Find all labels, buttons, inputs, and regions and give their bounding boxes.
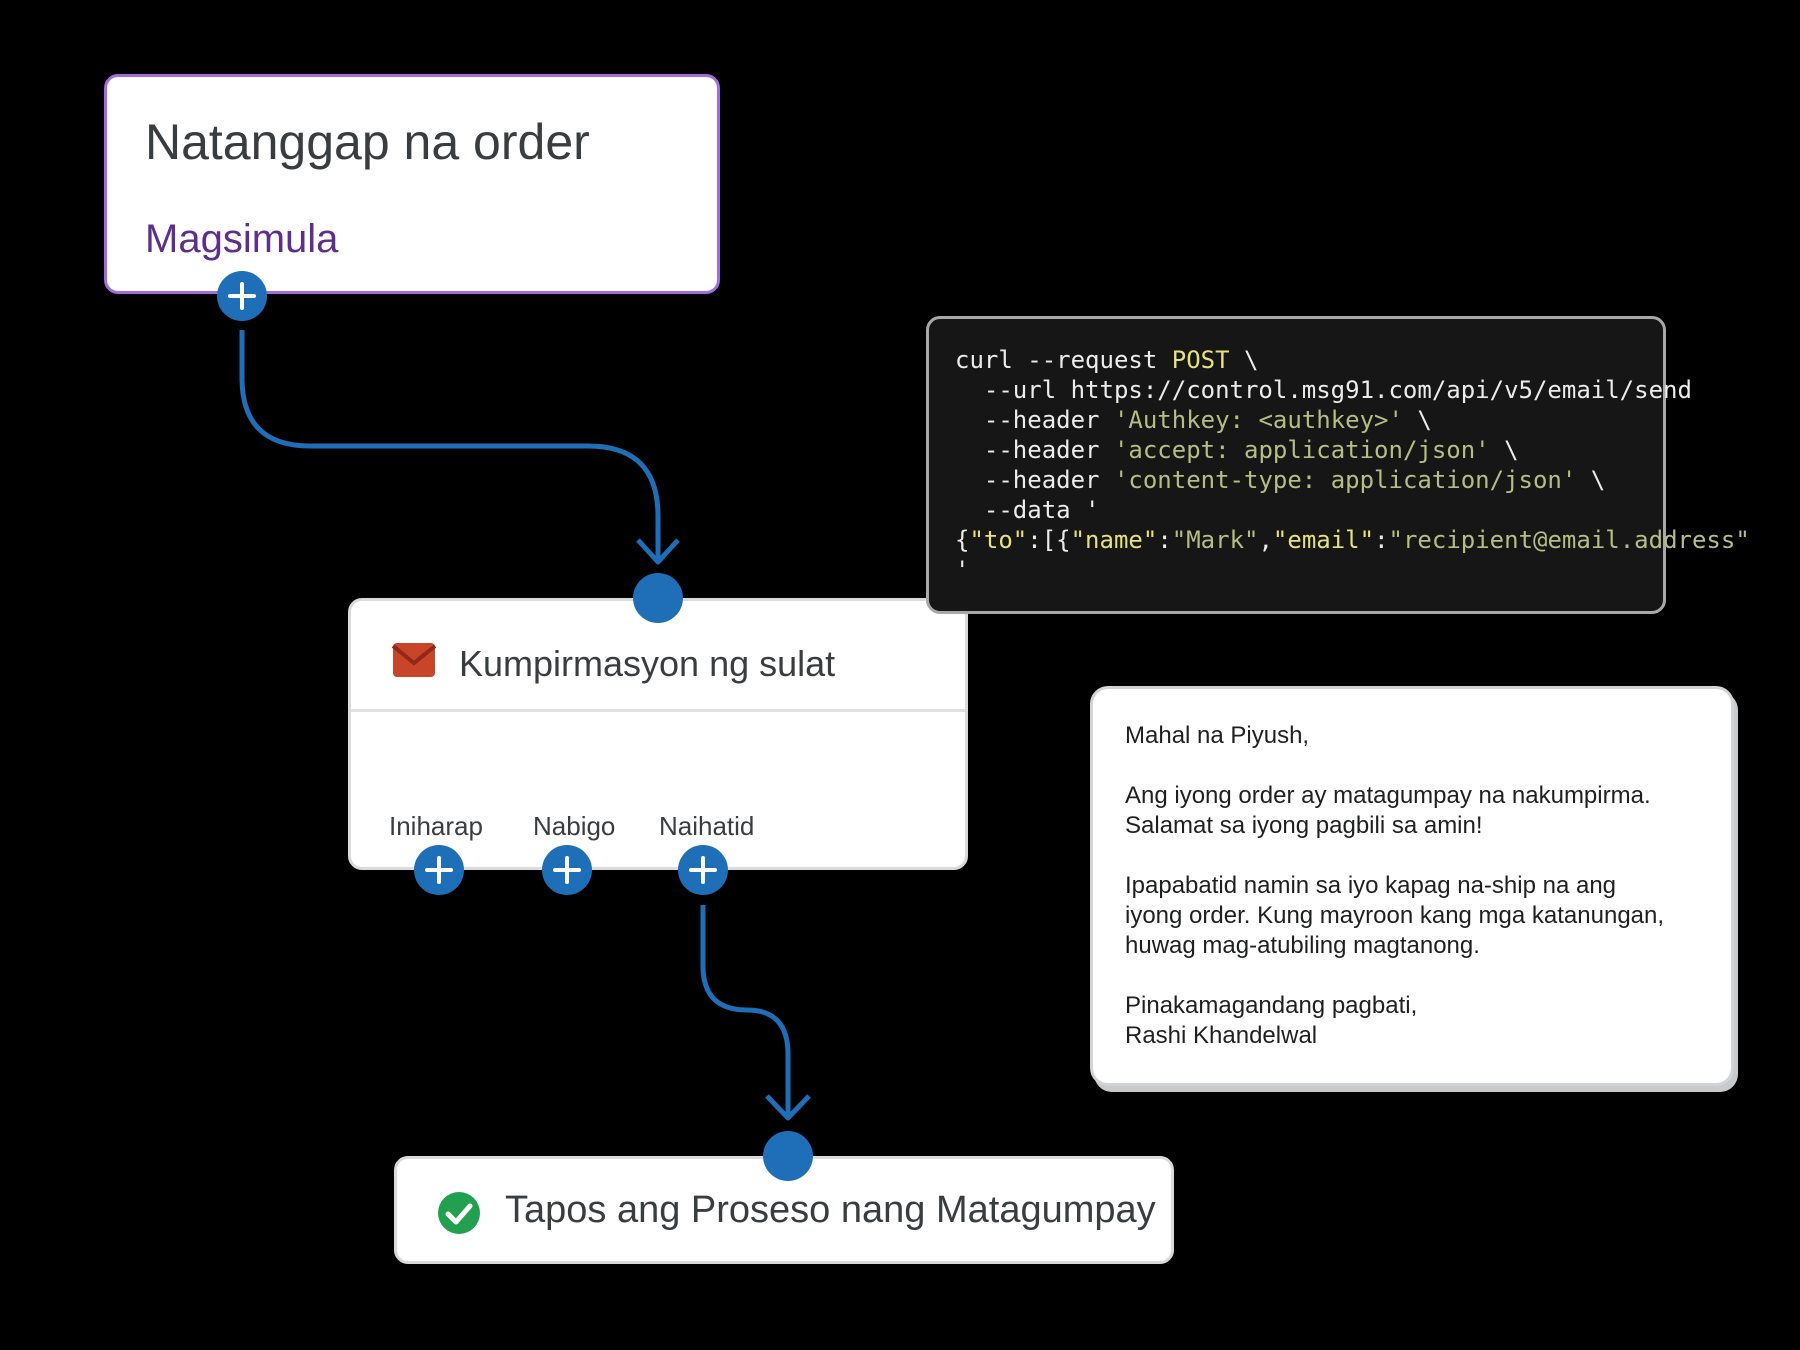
code-line: --data ' — [955, 495, 1750, 525]
code-token: : — [1157, 526, 1172, 554]
code-token: --url https://control.msg91.com/api/v5/e… — [955, 376, 1692, 404]
email-preview-line: huwag mag-atubiling magtanong. — [1125, 932, 1480, 959]
code-token: { — [955, 526, 970, 554]
email-preview-line: Ipapabatid namin sa iyo kapag na-ship na… — [1125, 872, 1617, 899]
code-line: --header 'Authkey: <authkey>' \ — [955, 405, 1750, 435]
trigger-add-button[interactable] — [217, 271, 267, 321]
code-token: --header — [955, 406, 1114, 434]
code-token: 'accept: application/json' — [1113, 436, 1490, 464]
outlet-label-delivered: Naihatid — [659, 811, 755, 841]
code-token: --header — [955, 466, 1114, 494]
code-token: --data ' — [955, 496, 1100, 524]
outlet-add-button-submitted[interactable] — [414, 845, 464, 895]
code-line: ' — [955, 555, 1750, 585]
email-preview-line — [1125, 961, 1711, 991]
email-preview-line — [1125, 751, 1711, 781]
code-token: \ — [1576, 466, 1606, 494]
email-node-header: Kumpirmasyon ng sulat — [351, 601, 965, 712]
code-token: "recipient@email.address" — [1388, 526, 1750, 554]
email-preview-line: Mahal na Piyush, — [1125, 722, 1310, 749]
email-preview-line: Rashi Khandelwal — [1125, 1022, 1318, 1049]
email-node-title: Kumpirmasyon ng sulat — [459, 643, 836, 684]
code-token: "email" — [1272, 526, 1375, 554]
code-token: --header — [955, 436, 1114, 464]
code-block: curl --request POST \ --url https://cont… — [955, 345, 1750, 585]
plus-icon — [689, 856, 717, 884]
email-preview-line: Salamat sa iyong pagbili sa amin! — [1125, 812, 1483, 839]
code-token: 'content-type: application/json' — [1113, 466, 1577, 494]
connector-delivered-to-end — [700, 905, 791, 1116]
code-line: --header 'accept: application/json' \ — [955, 435, 1750, 465]
code-snippet-panel[interactable]: curl --request POST \ --url https://cont… — [926, 316, 1750, 614]
trigger-title: Natanggap na order — [145, 114, 590, 170]
check-circle-icon — [438, 1192, 480, 1234]
email-preview-body: Mahal na Piyush, Ang iyong order ay matag… — [1125, 721, 1711, 1051]
email-preview-card: Mahal na Piyush, Ang iyong order ay matag… — [1090, 686, 1734, 1086]
end-input-port[interactable] — [763, 1131, 813, 1181]
outlet-label-failed: Nabigo — [533, 811, 616, 841]
arrowhead-email — [636, 538, 680, 565]
trigger-subtitle: Magsimula — [145, 217, 339, 261]
connector-start-to-email — [239, 330, 661, 560]
code-token: : — [1374, 526, 1389, 554]
plus-icon — [228, 282, 256, 310]
outlet-label-submitted: Iniharap — [389, 811, 483, 841]
email-preview-line: Ang iyong order ay matagumpay na nakumpi… — [1125, 782, 1651, 809]
arrowhead-end — [765, 1094, 811, 1121]
end-node-title: Tapos ang Proseso nang Matagumpay — [505, 1189, 1156, 1231]
email-preview-line — [1125, 841, 1711, 871]
code-line: curl --request POST \ — [955, 345, 1750, 375]
code-token: 'Authkey: <authkey>' — [1113, 406, 1403, 434]
outlet-add-button-failed[interactable] — [542, 845, 592, 895]
code-token: "name" — [1070, 526, 1158, 554]
plus-icon — [553, 856, 581, 884]
code-line: {"to":[{"name":"Mark","email":"recipient… — [955, 525, 1750, 555]
code-token: POST — [1171, 346, 1230, 374]
code-token: \ — [1489, 436, 1519, 464]
code-token: :[{ — [1027, 526, 1071, 554]
envelope-icon — [391, 643, 437, 677]
code-token: curl --request — [955, 346, 1172, 374]
code-line: --header 'content-type: application/json… — [955, 465, 1750, 495]
code-token: \ — [1229, 346, 1259, 374]
trigger-node[interactable]: Natanggap na order Magsimula — [104, 74, 720, 294]
plus-icon — [425, 856, 453, 884]
code-line: --url https://control.msg91.com/api/v5/e… — [955, 375, 1750, 405]
code-token: , — [1258, 526, 1273, 554]
code-token: "Mark" — [1171, 526, 1259, 554]
code-token: "to" — [969, 526, 1028, 554]
code-token: ' — [955, 556, 970, 584]
email-input-port[interactable] — [633, 573, 683, 623]
email-preview-line: Pinakamagandang pagbati, — [1125, 992, 1418, 1019]
code-token: \ — [1402, 406, 1432, 434]
email-preview-line: iyong order. Kung mayroon kang mga katan… — [1125, 902, 1665, 929]
outlet-add-button-delivered[interactable] — [678, 845, 728, 895]
